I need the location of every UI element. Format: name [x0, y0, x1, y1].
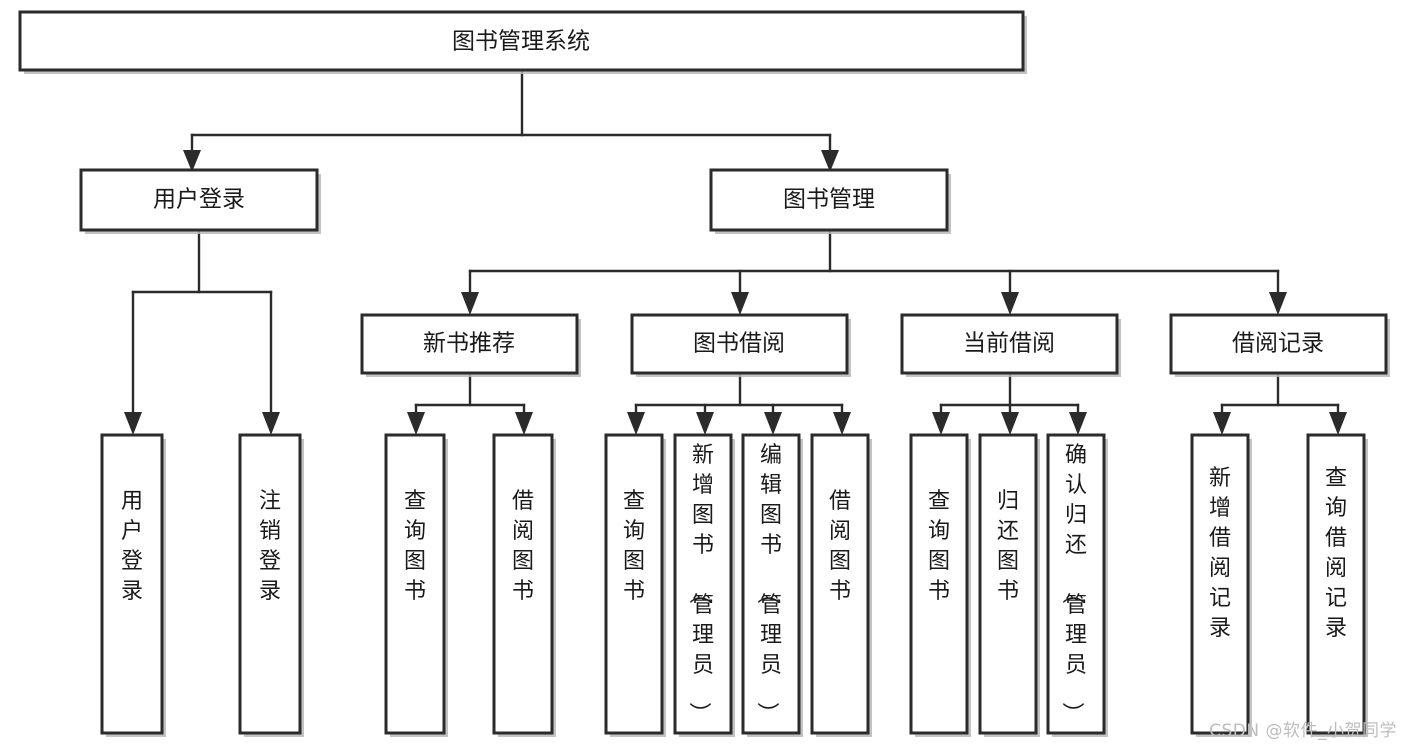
leaf-user-logout-label: 注销登录	[259, 489, 281, 604]
arrow-currentborrow-l2	[1001, 412, 1019, 435]
arrow-currentborrow-l1	[932, 412, 950, 435]
leaf-add-book[interactable]: 新增图书（管理员）	[673, 433, 735, 737]
leaf-borrow-book-1[interactable]: 借阅图书	[492, 433, 556, 737]
leaf-add-book-label: 新增图书（管理员）	[686, 443, 714, 724]
leaf-confirm-return-label: 确认归还（管理员）	[1059, 443, 1087, 724]
arrow-newbook-l2	[515, 412, 533, 435]
node-new-book-rec[interactable]: 新书推荐	[360, 313, 581, 377]
arrow-user-login-l1	[124, 412, 142, 435]
node-user-login[interactable]: 用户登录	[79, 168, 321, 234]
node-book-borrow-label: 图书借阅	[693, 331, 785, 357]
arrow-bm-to-borrowrecord	[1269, 292, 1287, 315]
node-layer: 图书管理系统 用户登录 图书管理 新书推荐	[18, 10, 1390, 737]
arrow-newbook-l1	[407, 412, 425, 435]
node-new-book-rec-label: 新书推荐	[423, 331, 515, 357]
leaf-borrow-book-1-label: 借阅图书	[512, 489, 534, 604]
arrow-borrowrecord-l1	[1213, 412, 1231, 435]
leaf-edit-book-label: 编辑图书（管理员）	[754, 443, 782, 724]
leaf-borrow-book-2[interactable]: 借阅图书	[810, 433, 872, 737]
leaf-borrow-book-2-label: 借阅图书	[829, 489, 851, 604]
arrow-bookborrow-l1	[627, 412, 645, 435]
leaf-query-book-2[interactable]: 查询图书	[604, 433, 666, 737]
arrow-bm-to-currentborrow	[1001, 292, 1019, 315]
node-borrow-record-label: 借阅记录	[1232, 331, 1324, 357]
arrow-bookborrow-l2	[696, 412, 714, 435]
leaf-query-book-3[interactable]: 查询图书	[909, 433, 971, 737]
arrow-bm-to-bookborrow	[731, 292, 749, 315]
node-root-label: 图书管理系统	[452, 29, 590, 55]
node-current-borrow-label: 当前借阅	[963, 331, 1055, 357]
leaf-confirm-return[interactable]: 确认归还（管理员）	[1046, 433, 1108, 737]
leaf-query-book-3-label: 查询图书	[928, 489, 950, 604]
leaf-user-login-label: 用户登录	[121, 489, 143, 604]
node-book-borrow[interactable]: 图书借阅	[630, 313, 851, 377]
arrow-bookborrow-l3	[764, 412, 782, 435]
leaf-edit-book[interactable]: 编辑图书（管理员）	[741, 433, 803, 737]
node-book-manage-label: 图书管理	[783, 187, 875, 213]
arrow-root-to-user-login	[183, 150, 201, 172]
leaf-add-record[interactable]: 新增借阅记录	[1190, 433, 1252, 737]
leaf-query-book-1[interactable]: 查询图书	[384, 433, 448, 737]
leaf-query-record-label: 查询借阅记录	[1325, 466, 1347, 641]
leaf-return-book-label: 归还图书	[997, 489, 1019, 604]
edge-layer	[124, 68, 1347, 435]
node-root[interactable]: 图书管理系统	[18, 10, 1027, 74]
leaf-return-book[interactable]: 归还图书	[978, 433, 1040, 737]
arrow-currentborrow-l3	[1069, 412, 1087, 435]
leaf-query-book-2-label: 查询图书	[623, 489, 645, 604]
arrow-user-login-l2	[262, 412, 280, 435]
arrow-root-to-book-manage	[821, 150, 839, 172]
arrow-borrowrecord-l2	[1329, 412, 1347, 435]
node-user-login-label: 用户登录	[153, 187, 245, 213]
leaf-user-login[interactable]: 用户登录	[100, 433, 166, 737]
leaf-query-book-1-label: 查询图书	[404, 489, 426, 604]
node-borrow-record[interactable]: 借阅记录	[1169, 313, 1390, 377]
leaf-user-logout[interactable]: 注销登录	[238, 433, 304, 737]
node-book-manage[interactable]: 图书管理	[709, 168, 951, 234]
leaf-add-record-label: 新增借阅记录	[1209, 466, 1231, 641]
arrow-bm-to-newbook	[461, 292, 479, 315]
leaf-query-record[interactable]: 查询借阅记录	[1306, 433, 1368, 737]
arrow-bookborrow-l4	[833, 412, 851, 435]
node-current-borrow[interactable]: 当前借阅	[900, 313, 1121, 377]
